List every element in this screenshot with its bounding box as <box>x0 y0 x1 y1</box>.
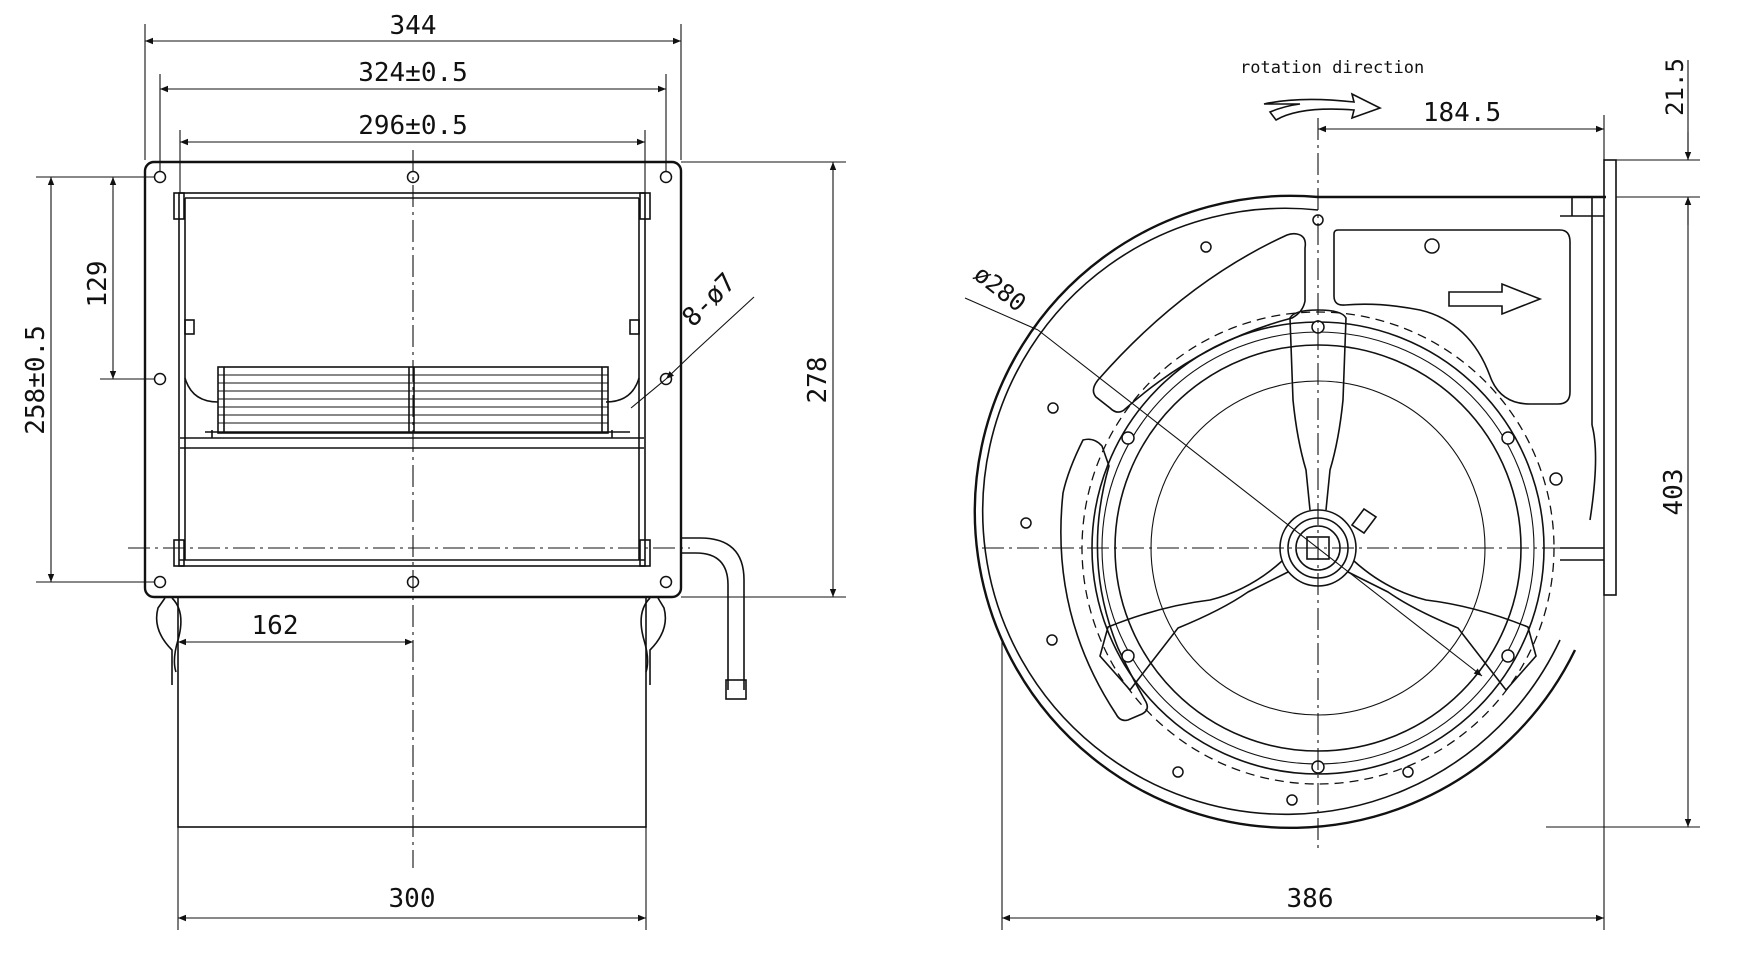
scroll-housing <box>973 194 1606 830</box>
dim-324: 324±0.5 <box>358 58 468 88</box>
dim-300: 300 <box>389 884 436 914</box>
dim-129: 129 <box>83 261 113 308</box>
hole-callout: 8-ø7 <box>677 268 742 333</box>
dim-386: 386 <box>1287 884 1334 914</box>
outlet-flange <box>1603 159 1617 596</box>
dim-403: 403 <box>1659 469 1689 516</box>
right-foot <box>640 597 667 685</box>
dim-184-5: 184.5 <box>1423 98 1501 128</box>
outlet-panel <box>1333 229 1571 405</box>
front-view: 344 324±0.5 296±0.5 278 258±0.5 129 162 <box>21 11 846 930</box>
rotation-arrow-icon <box>1263 92 1383 122</box>
rotation-direction-label: rotation direction <box>1240 58 1424 78</box>
dim-296: 296±0.5 <box>358 111 468 141</box>
dim-278: 278 <box>803 357 833 404</box>
dim-344: 344 <box>390 11 437 41</box>
dim-162: 162 <box>252 611 299 641</box>
dim-258: 258±0.5 <box>21 325 51 435</box>
front-housing <box>178 192 646 567</box>
side-view: rotation direction ø280 184.5 21.5 403 3… <box>964 58 1700 930</box>
dim-diameter-280: ø280 <box>969 260 1032 318</box>
cable-gland <box>681 537 745 690</box>
dim-21-5: 21.5 <box>1661 58 1689 116</box>
outlet-arrow-icon <box>1448 282 1543 316</box>
fan-body-front <box>177 596 647 828</box>
